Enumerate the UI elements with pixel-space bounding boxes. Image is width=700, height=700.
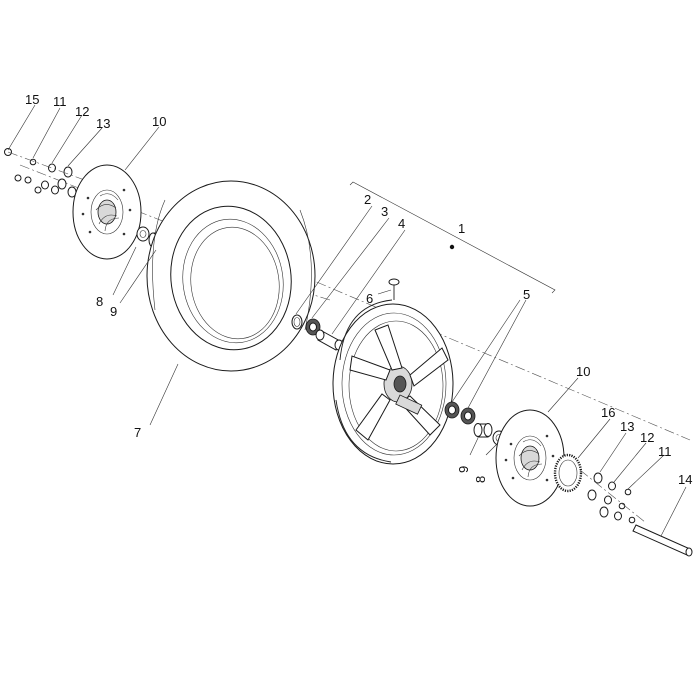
callout-2: 2	[364, 192, 371, 207]
circlip-2	[291, 314, 303, 330]
bearing-5a	[444, 401, 460, 419]
callout-9-left: 9	[110, 304, 117, 319]
callout-13-left: 13	[96, 116, 110, 131]
nut-13-left	[57, 166, 77, 198]
spacer-8-left	[136, 226, 150, 242]
valve-6	[388, 278, 400, 300]
callout-13-right: 13	[620, 419, 634, 434]
wheel-assembly-bracket	[349, 181, 556, 294]
callout-7: 7	[134, 425, 141, 440]
washer-12-left	[41, 163, 59, 195]
callout-12-right: 12	[640, 430, 654, 445]
spacer-tube-4	[315, 329, 344, 351]
tyre	[146, 180, 316, 372]
bearing-5b	[460, 407, 476, 425]
callout-6: 6	[366, 291, 373, 306]
bolt-11-left	[24, 158, 42, 194]
callout-14: 14	[678, 472, 692, 487]
callout-8-right: 8	[473, 476, 488, 483]
bearing-3	[305, 318, 321, 336]
left-fastener-group	[4, 148, 91, 198]
callout-9-right: 9	[456, 466, 471, 473]
callout-16: 16	[601, 405, 615, 420]
right-fastener-group	[579, 469, 646, 524]
wheel-rim	[332, 299, 454, 465]
brake-disc-left	[72, 164, 142, 260]
callout-8-left: 8	[96, 294, 103, 309]
callout-3: 3	[381, 204, 388, 219]
bolt-15-left	[4, 148, 22, 182]
tone-ring-16	[553, 453, 583, 493]
callout-11-left: 11	[53, 94, 67, 109]
callout-1: 1	[458, 221, 465, 236]
bearing-9-right	[473, 423, 493, 438]
callout-4: 4	[398, 216, 405, 231]
callout-5: 5	[523, 287, 530, 302]
wheel-axle-14	[632, 524, 693, 557]
callout-11-right: 11	[658, 444, 672, 459]
callout-15: 15	[25, 92, 39, 107]
washer-12-right	[604, 481, 622, 521]
callout-12-left: 12	[75, 104, 89, 119]
callout-10-right: 10	[576, 364, 590, 379]
nut-13-right	[587, 472, 609, 518]
brake-disc-right	[495, 409, 565, 507]
callout-labels: 15 11 12 13 10 8 9 7 2 3 4 1 6 5 10 16 1…	[25, 92, 692, 487]
leader-lines	[7, 104, 687, 537]
callout-10-left: 10	[152, 114, 166, 129]
